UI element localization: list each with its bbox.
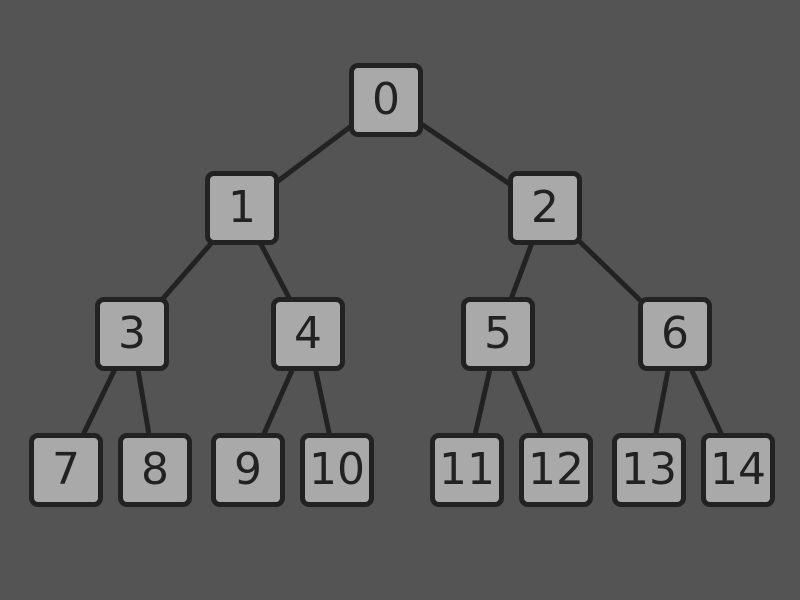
tree-node-9: 9 (211, 433, 285, 507)
node-label-5: 5 (484, 308, 512, 359)
tree-node-1: 1 (205, 171, 279, 245)
tree-node-13: 13 (612, 433, 686, 507)
tree-node-7: 7 (29, 433, 103, 507)
node-label-9: 9 (234, 444, 262, 495)
node-label-12: 12 (528, 444, 584, 495)
node-label-0: 0 (372, 74, 400, 125)
node-label-8: 8 (141, 444, 169, 495)
node-label-7: 7 (52, 444, 80, 495)
tree-node-11: 11 (430, 433, 504, 507)
tree-node-2: 2 (508, 171, 582, 245)
tree-node-12: 12 (519, 433, 593, 507)
tree-node-10: 10 (300, 433, 374, 507)
tree-node-8: 8 (118, 433, 192, 507)
node-label-11: 11 (439, 444, 495, 495)
node-label-4: 4 (294, 308, 322, 359)
node-label-1: 1 (228, 182, 256, 233)
node-label-2: 2 (531, 182, 559, 233)
node-label-3: 3 (118, 308, 146, 359)
tree-node-5: 5 (461, 297, 535, 371)
node-label-13: 13 (621, 444, 677, 495)
tree-node-3: 3 (95, 297, 169, 371)
tree-node-14: 14 (701, 433, 775, 507)
node-label-14: 14 (710, 444, 766, 495)
tree-node-6: 6 (638, 297, 712, 371)
node-label-6: 6 (661, 308, 689, 359)
tree-node-4: 4 (271, 297, 345, 371)
tree-node-0: 0 (349, 63, 423, 137)
node-label-10: 10 (309, 444, 365, 495)
